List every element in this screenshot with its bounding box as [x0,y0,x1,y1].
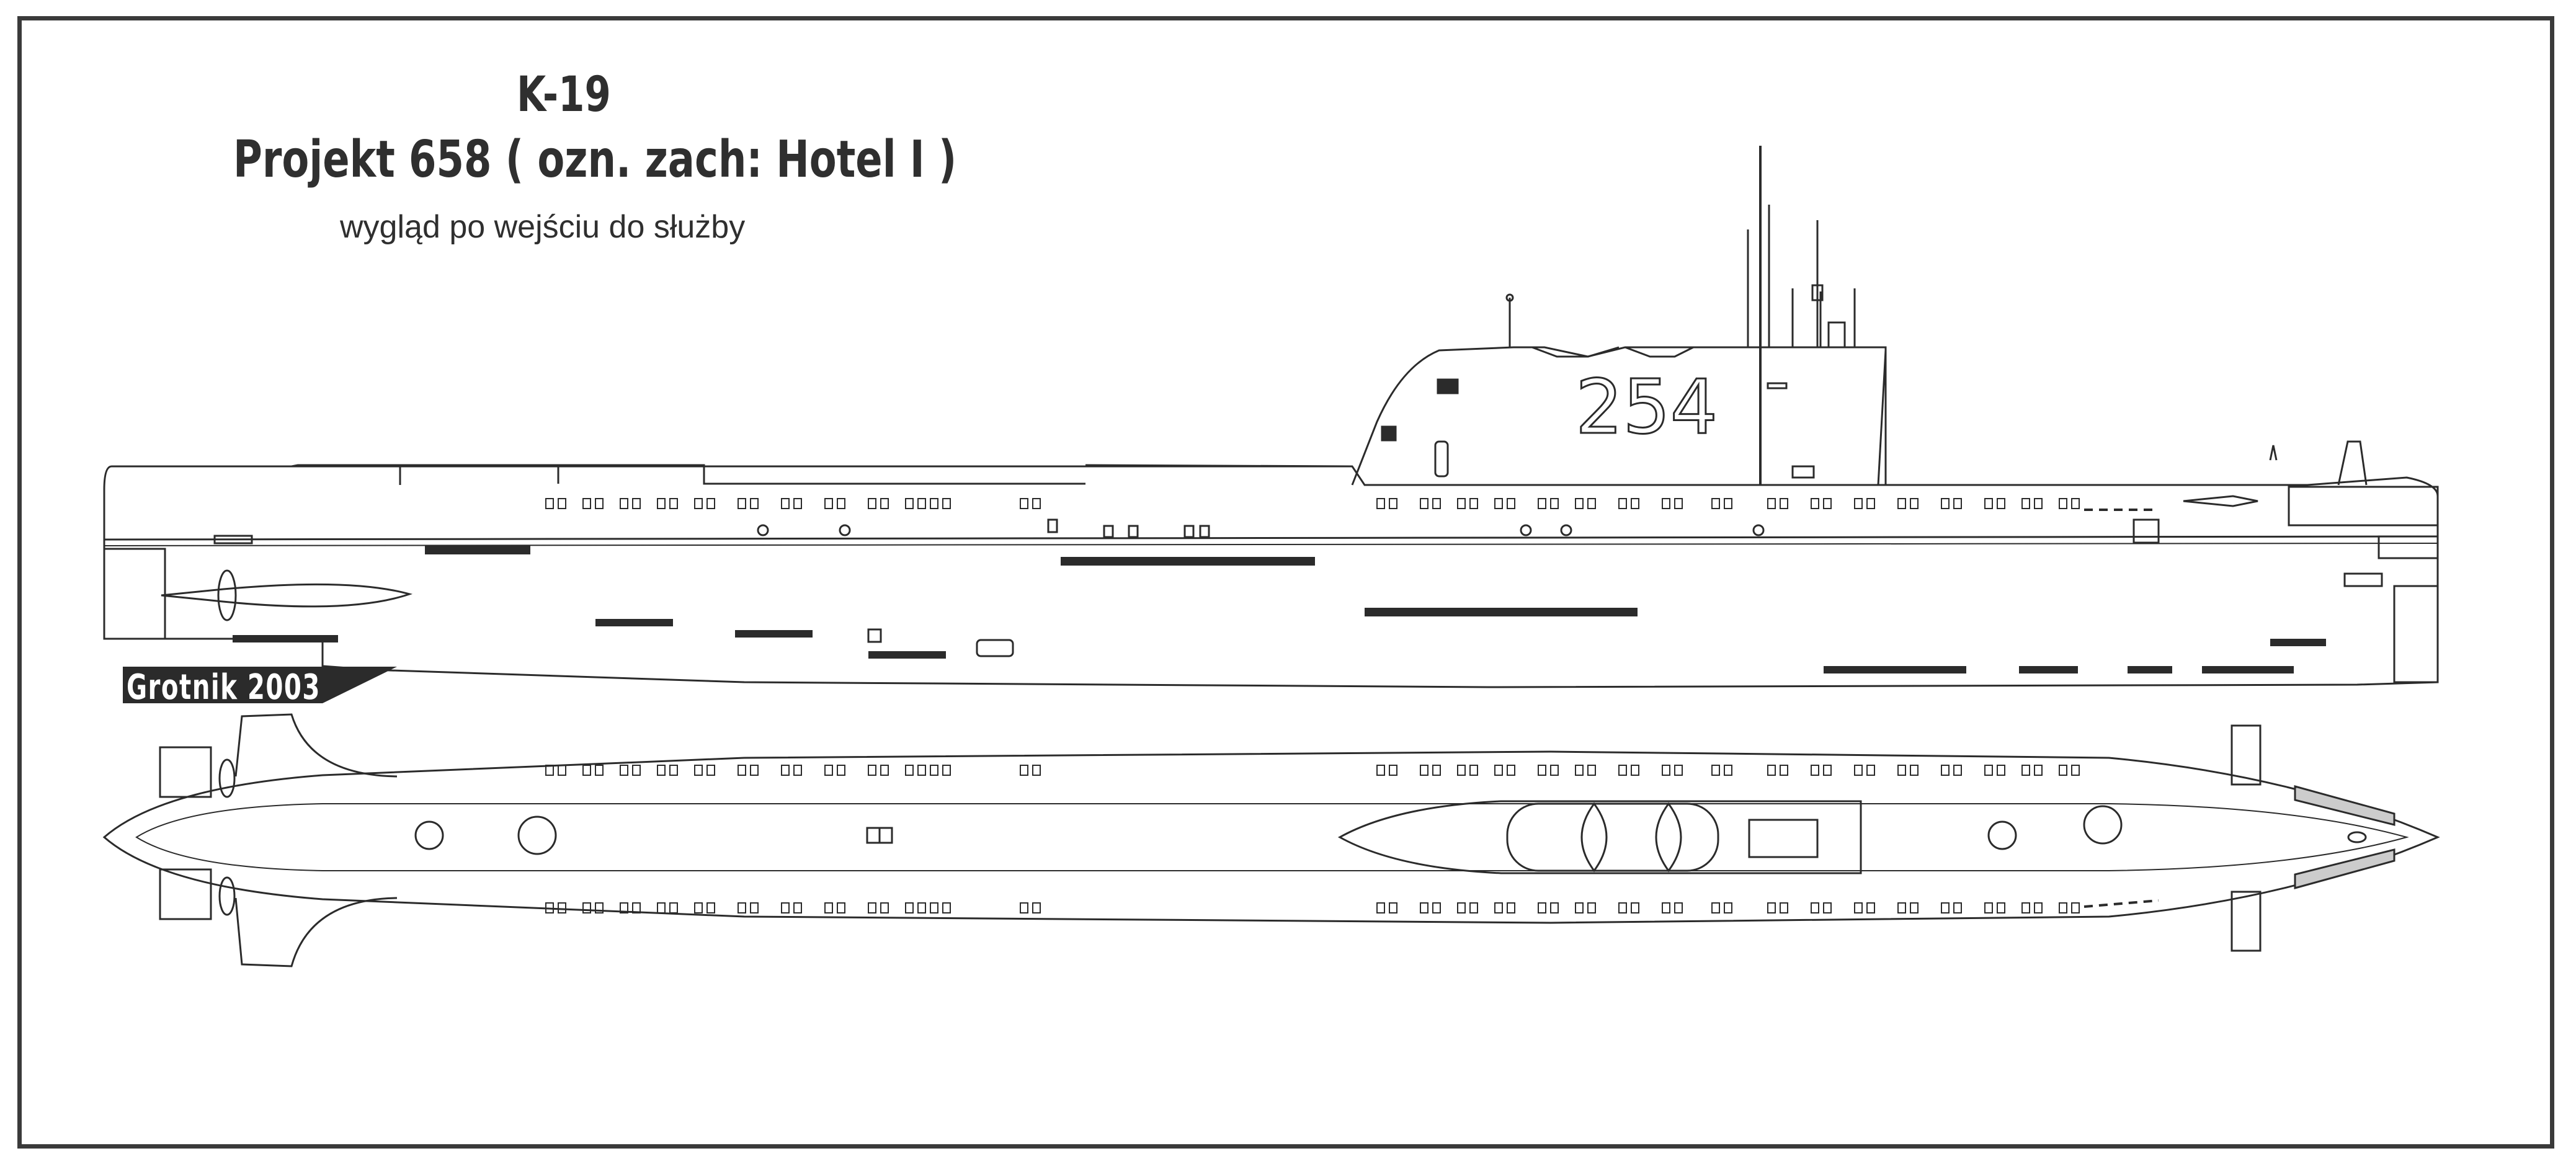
top-rudder-upper [159,746,212,798]
bow-mast [2269,445,2278,461]
sail-window-1 [1437,378,1459,394]
deck-limber-holes [545,498,2080,913]
top-sail-hatches [1580,802,1682,873]
sail-base-vents [1791,465,1815,479]
top-sail-bridge [1506,802,1719,872]
top-view [102,713,2440,967]
top-hatch-2 [517,816,557,855]
side-deck-line [104,535,2438,541]
title-line-2: Projekt 658 ( ozn. zach: Hotel I ) [233,130,957,189]
propeller [217,569,237,621]
sail-rear-edge [1877,350,1887,486]
top-rudder-lower [159,868,212,920]
bow-fin [2337,440,2368,486]
hull-port [867,628,882,643]
bow-hawse [2133,518,2160,544]
bow-sonar-top [2288,486,2439,527]
stern-rudder [103,548,166,640]
hull-number: 254 [1575,365,1718,451]
bow-port [2343,572,2383,587]
top-stern-plane-upper [234,713,398,778]
sail-top-detail [1531,346,1694,358]
top-dashed-line [2084,899,2159,908]
title-line-1: K-19 [517,67,611,123]
sail-window-2 [1381,425,1397,442]
top-bow-plane-lower [2231,891,2262,952]
bow-anchor-housing [2183,495,2258,507]
hull-hatch [976,639,1014,657]
mast-antenna-box [1811,284,1824,301]
top-hatch-4 [2083,805,2123,845]
author-signature: Grotnik 2003 [127,667,321,708]
top-bow-plane-upper [2231,724,2262,786]
author-banner [123,667,397,703]
bow-sonar-mid [2378,535,2439,559]
side-vent-slots [233,546,2326,673]
subtitle: wygląd po wejściu do służby [340,209,746,245]
top-bow-mark [2347,831,2367,843]
sail-light [1767,382,1788,389]
top-deck-outline [135,803,2409,871]
side-casing-segments [291,464,1353,485]
top-sail [1337,800,1862,874]
sail-hatch [1434,440,1449,478]
top-stern-plane-lower [234,897,398,967]
top-bow-dome [2294,785,2396,889]
top-hull-outline [102,750,2440,924]
bow-sonar-dome [2393,585,2439,683]
sail-aft-box [1827,321,1846,349]
top-hatch-3 [1987,820,2017,850]
top-sail-aft [1748,819,1819,858]
top-hatch-1 [414,820,444,850]
side-view [103,146,2439,688]
side-hull-outline [103,465,2439,688]
mast-8-tip [1505,293,1514,302]
stern-plane [161,583,413,608]
stern-deck-box [213,535,253,544]
drawing-frame [17,16,2554,1149]
